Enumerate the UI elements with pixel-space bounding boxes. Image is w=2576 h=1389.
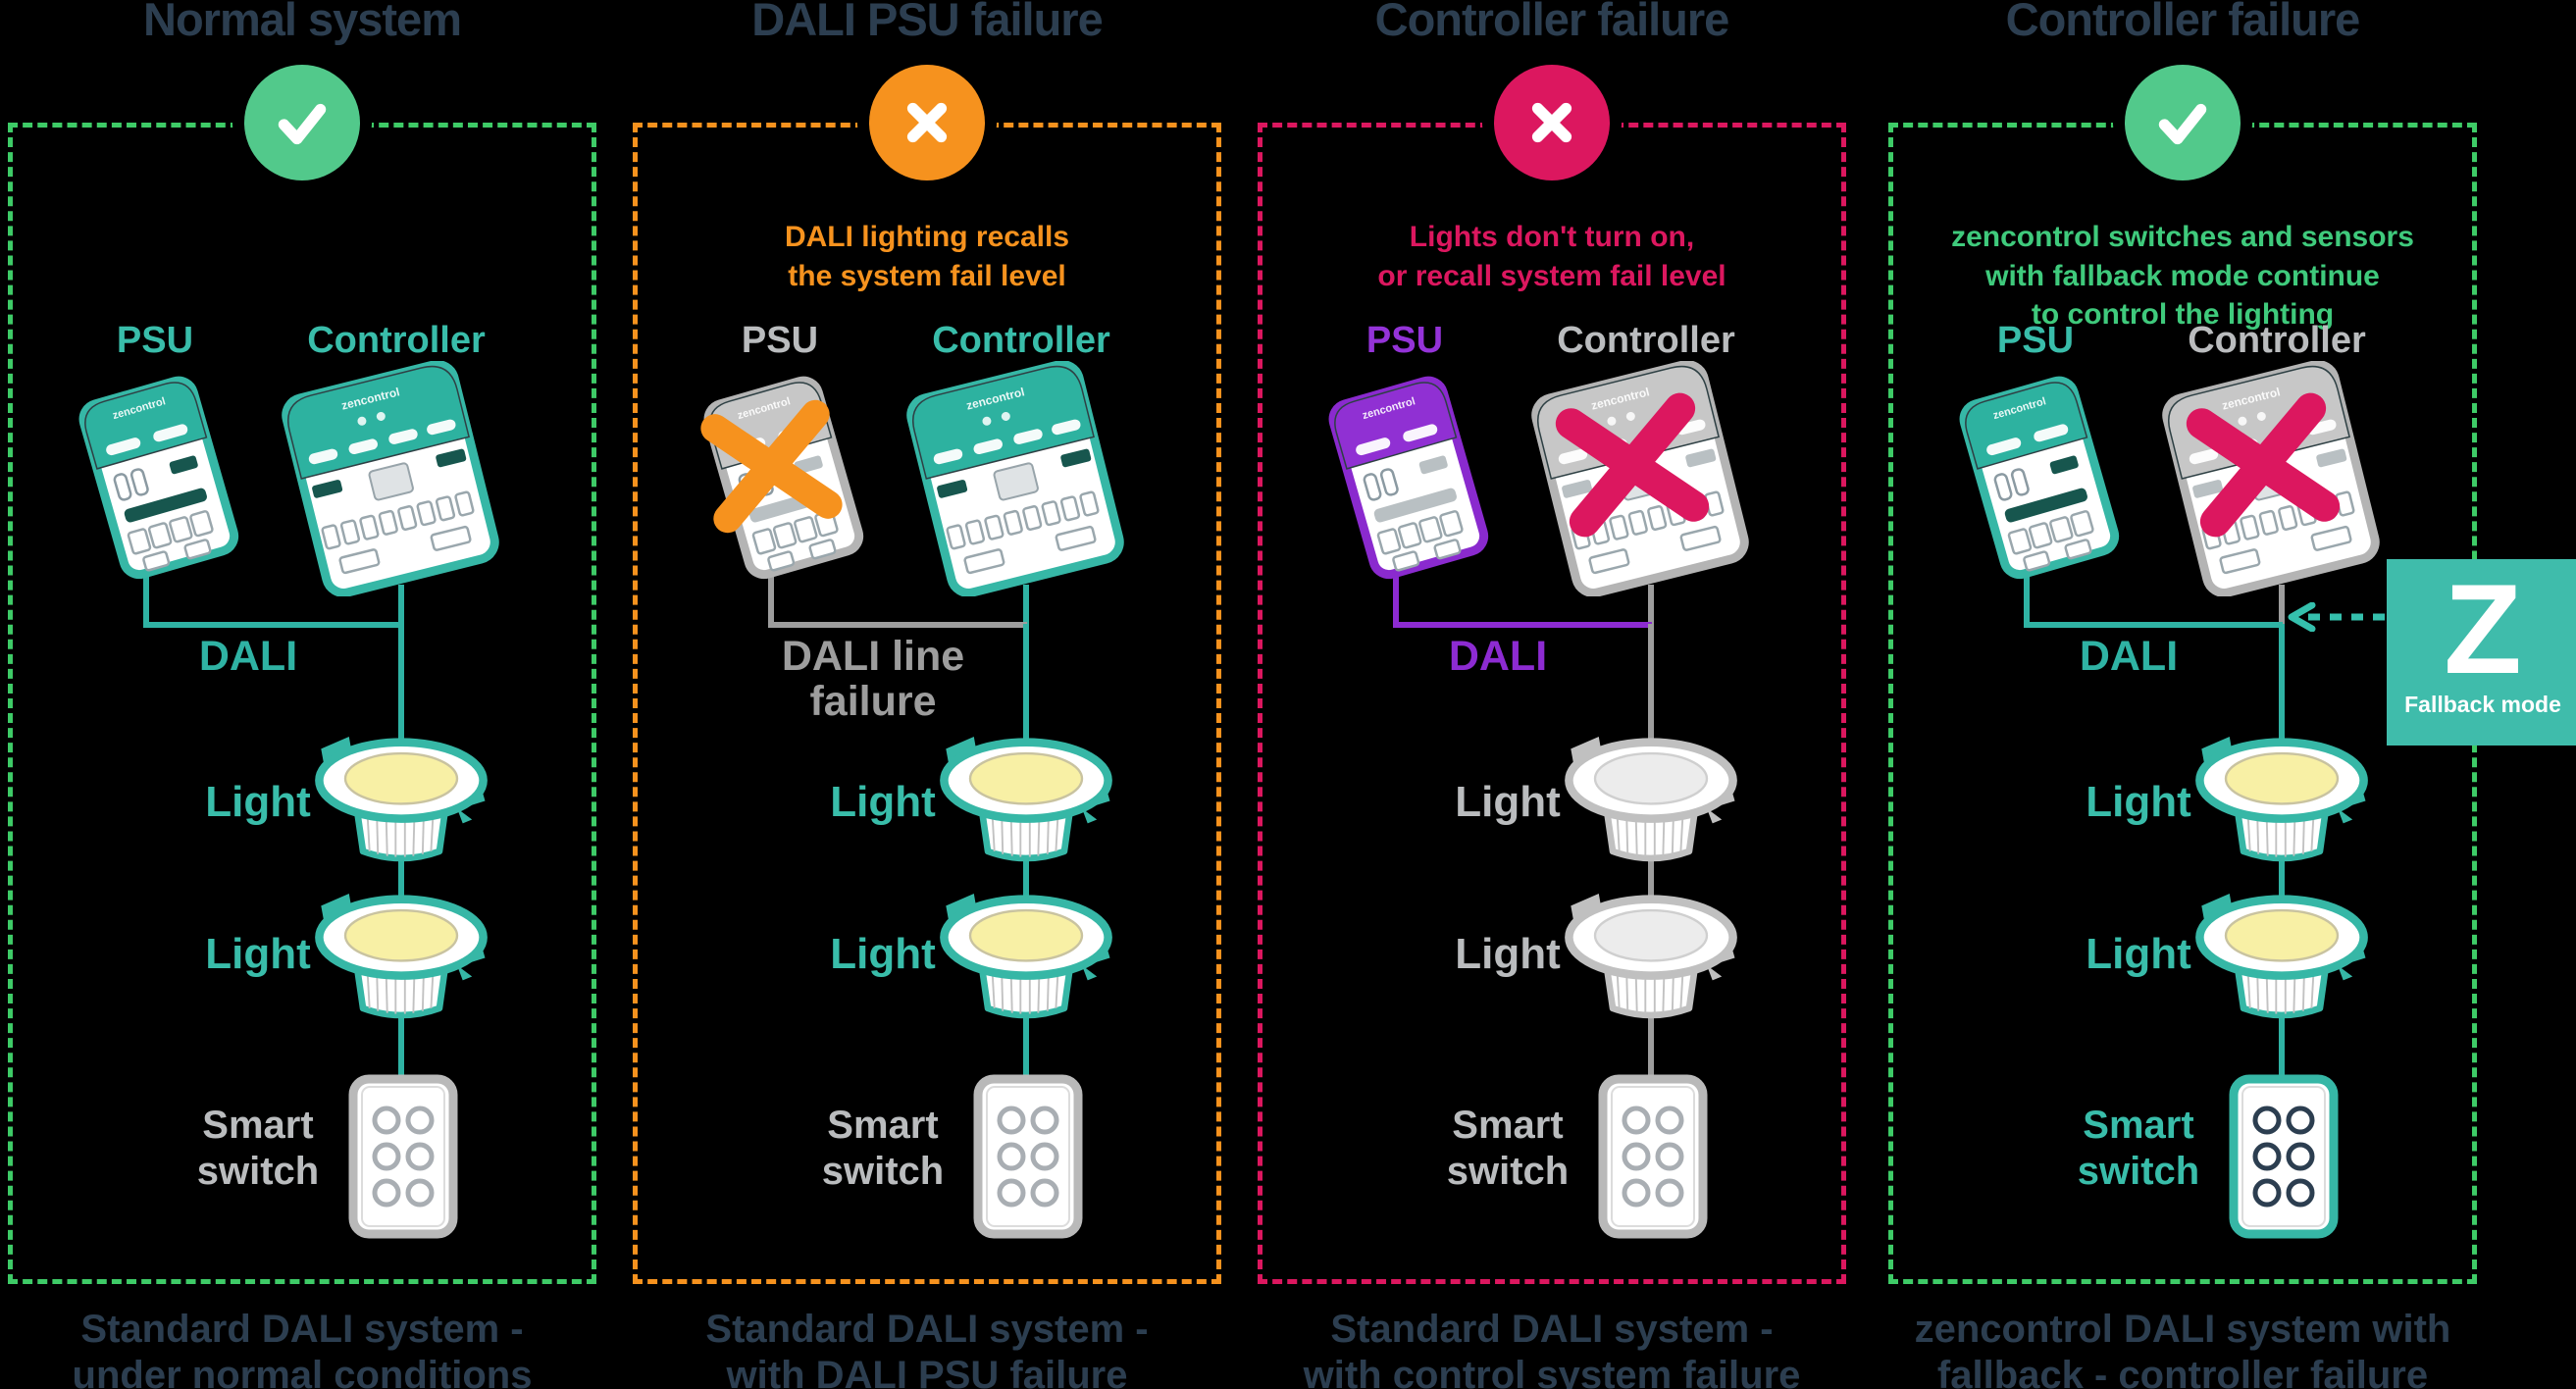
downlight-icon [1558,889,1744,1029]
controller-drop-line [398,585,404,628]
psu-label: PSU [116,320,194,361]
smart-switch-icon [2228,1073,2340,1240]
light-label: Light [1455,930,1561,978]
dali-label: DALI line failure [781,633,965,726]
panel-title: DALI PSU failure [751,0,1103,45]
switch-label: Smart switch [2077,1104,2200,1194]
feed-line [2279,1016,2285,1077]
feed-line [1648,859,1654,897]
status-icon [869,65,985,180]
downlight-icon [1558,732,1744,872]
controller-drop-line [1023,585,1029,628]
psu-label: PSU [741,320,819,361]
controller-label: Controller [307,320,486,361]
failure-x-icon [2181,383,2345,547]
panel-title: Controller failure [1374,0,1730,45]
psu-drop-line [768,547,774,628]
panel-controller-failure-fallback: Controller failure zencontrol switches a… [1888,0,2576,1389]
light-label: Light [205,930,311,978]
check-icon [2150,90,2215,155]
controller-drop-line [2279,585,2285,628]
controller-label: Controller [932,320,1110,361]
x-icon [1520,90,1584,155]
panel-dali-psu-failure: DALI PSU failure DALI lighting recalls t… [633,0,1221,1389]
psu-device-icon [1947,375,2124,583]
feed-line [1023,1016,1029,1077]
switch-label: Smart switch [821,1104,945,1194]
downlight-icon [2189,732,2375,872]
psu-device-icon [1316,375,1493,583]
downlight-icon [308,732,494,872]
dali-bus-line [1393,622,1652,628]
psu-drop-line [143,547,149,628]
feed-line [398,624,404,740]
status-text: Lights don't turn on, or recall system f… [1377,221,1726,292]
downlight-icon [933,732,1119,872]
status-text: zencontrol switches and sensors with fal… [1951,221,2414,332]
light-label: Light [205,778,311,826]
controller-device-icon [277,361,504,596]
feed-line [398,859,404,897]
dali-label: DALI [2079,633,2179,680]
panel-normal-system: Normal system PSU Controller DALI Light … [8,0,596,1389]
downlight-icon [2189,889,2375,1029]
dali-label: DALI [198,633,298,680]
status-icon [2125,65,2241,180]
psu-drop-line [1393,547,1399,628]
controller-label: Controller [1557,320,1735,361]
dali-bus-line [2024,622,2283,628]
controller-drop-line [1648,585,1654,628]
x-icon [895,90,959,155]
smart-switch-icon [1597,1073,1709,1240]
downlight-icon [933,889,1119,1029]
dali-bus-line [768,622,1027,628]
zencontrol-z-logo: Z [2444,557,2522,700]
feed-line [1648,1016,1654,1077]
smart-switch-icon [972,1073,1084,1240]
dali-label: DALI [1448,633,1548,680]
light-label: Light [2086,930,2191,978]
feed-line [1023,624,1029,740]
fallback-arrow-icon [2288,602,2385,632]
fallback-badge: Z Fallback mode [2387,559,2576,746]
failure-x-icon [1550,383,1715,547]
light-label: Light [1455,778,1561,826]
panel-caption: Standard DALI system - with DALI PSU fai… [705,1308,1149,1389]
light-label: Light [830,930,936,978]
panel-caption: Standard DALI system - under normal cond… [72,1308,533,1389]
feed-line [2279,859,2285,897]
feed-line [2279,624,2285,740]
feed-line [398,1016,404,1077]
light-label: Light [830,778,936,826]
panel-caption: Standard DALI system - with control syst… [1303,1308,1801,1389]
switch-label: Smart switch [196,1104,320,1194]
downlight-icon [308,889,494,1029]
psu-device-icon [67,375,243,583]
light-label: Light [2086,778,2191,826]
panel-controller-failure-standard: Controller failure Lights don't turn on,… [1258,0,1846,1389]
fallback-mode-label: Fallback mode [2404,692,2561,718]
controller-label: Controller [2188,320,2366,361]
feed-line [1648,624,1654,740]
status-icon [244,65,360,180]
failure-x-icon [696,390,848,542]
switch-label: Smart switch [1446,1104,1570,1194]
panel-title: Controller failure [2005,0,2361,45]
panel-title: Normal system [143,0,462,45]
dali-bus-line [143,622,402,628]
check-icon [270,90,335,155]
smart-switch-icon [347,1073,459,1240]
panel-caption: zencontrol DALI system with fallback - c… [1914,1308,2451,1389]
psu-label: PSU [1996,320,2075,361]
feed-line [1023,859,1029,897]
status-icon [1494,65,1610,180]
controller-device-icon [902,361,1129,596]
psu-drop-line [2024,547,2030,628]
psu-label: PSU [1365,320,1444,361]
status-text: DALI lighting recalls the system fail le… [784,221,1070,292]
